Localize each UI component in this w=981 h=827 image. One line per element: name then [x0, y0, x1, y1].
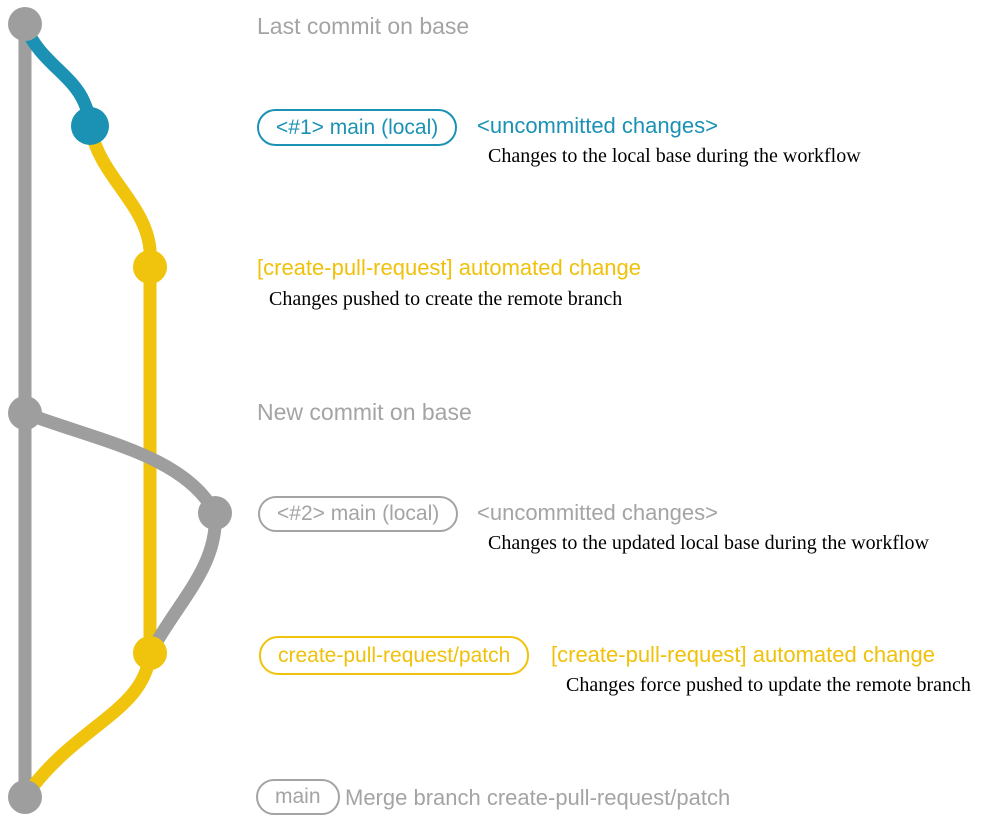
commit-dot-patch-commit-1	[133, 250, 167, 284]
local-main-2-merge-line	[145, 506, 222, 657]
commit-dot-local-commit-2	[198, 496, 232, 530]
branch-badge-main-local-2: <#2> main (local)	[258, 496, 459, 532]
last-commit-label: Last commit on base	[257, 13, 470, 39]
branch-badge-main-local-1: <#1> main (local)	[257, 109, 458, 146]
automated-change-2-title: [create-pull-request] automated change	[551, 642, 936, 667]
merge-commit-title: Merge branch create-pull-request/patch	[345, 785, 731, 810]
uncommitted-changes-2-desc: Changes to the updated local base during…	[488, 532, 929, 554]
patch-branch-off-line	[83, 119, 157, 274]
commit-dot-merge-commit	[8, 780, 42, 814]
commit-dot-new-commit-on-base	[8, 396, 42, 430]
git-graph-svg	[8, 7, 232, 814]
patch-merge-line	[18, 646, 157, 804]
new-commit-label: New commit on base	[257, 399, 472, 425]
commit-dot-patch-commit-2	[133, 636, 167, 670]
commit-dot-last-commit-on-base	[8, 7, 42, 41]
automated-change-2-desc: Changes force pushed to update the remot…	[566, 674, 971, 696]
automated-change-1-title: [create-pull-request] automated change	[257, 255, 642, 280]
uncommitted-changes-2-title: <uncommitted changes>	[477, 500, 718, 525]
uncommitted-changes-1-title: <uncommitted changes>	[477, 113, 718, 138]
branch-badge-main: main	[256, 779, 340, 815]
commit-dot-local-commit-1	[71, 107, 109, 145]
uncommitted-changes-1-desc: Changes to the local base during the wor…	[488, 145, 861, 167]
local-main-2-branch-line	[18, 406, 222, 520]
automated-change-1-desc: Changes pushed to create the remote bran…	[269, 288, 623, 310]
branch-badge-create-pull-request-patch: create-pull-request/patch	[259, 636, 530, 675]
